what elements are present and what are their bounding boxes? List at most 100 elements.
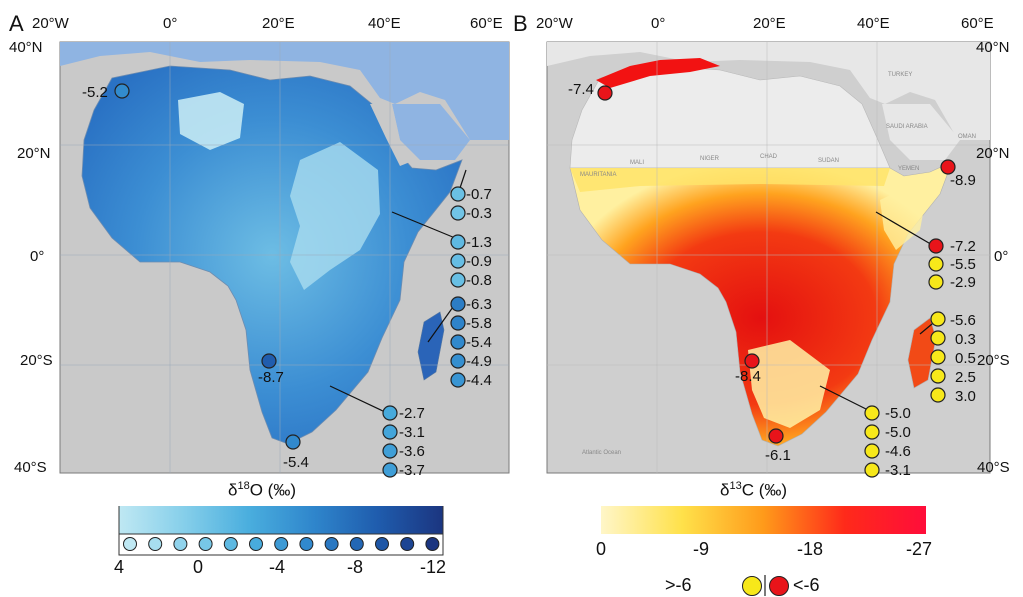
panel-a-group-label: -6.3 bbox=[466, 296, 492, 313]
panel-a-group-label: -4.4 bbox=[466, 372, 492, 389]
panel-b-group-marker bbox=[864, 405, 880, 421]
panel-b-north-africa bbox=[569, 65, 891, 169]
panel-a-arabian-peninsula bbox=[392, 104, 470, 160]
panel-a-colorbar-tick: -12 bbox=[420, 557, 447, 577]
panel-a-group-marker bbox=[450, 315, 466, 331]
panel-a-group-marker bbox=[382, 424, 398, 440]
panel-b-group-label: 2.5 bbox=[955, 369, 976, 386]
panel-a-group-label: -4.9 bbox=[466, 353, 492, 370]
panel-a-group-marker bbox=[450, 296, 466, 312]
panel-b-madagascar bbox=[907, 317, 937, 389]
panel-a-colorbar-dot bbox=[198, 537, 213, 551]
panel-b-site-label: -7.4 bbox=[568, 81, 594, 98]
panel-b-site-marker bbox=[597, 85, 613, 101]
panel-a-group-label: -3.1 bbox=[399, 424, 425, 441]
panel-b-group-label: 0.5 bbox=[955, 350, 976, 367]
panel-a-lon-0: 0° bbox=[163, 15, 178, 32]
panel-a-colorbar-dots bbox=[123, 537, 440, 551]
panel-b-colorbar-tick: 0 bbox=[596, 539, 607, 559]
panel-b-site-marker bbox=[940, 159, 956, 175]
panel-a-group-label: -3.6 bbox=[399, 443, 425, 460]
panel-a-lon-20w: 20°W bbox=[32, 15, 69, 32]
panel-a-group-marker bbox=[450, 253, 466, 269]
panel-a-lat-0: 0° bbox=[30, 248, 45, 265]
panel-a-group-label: -2.7 bbox=[399, 405, 425, 422]
panel-a-group-label: -0.9 bbox=[466, 253, 492, 270]
map-label-yemen: YEMEN bbox=[898, 166, 919, 172]
panel-b-lat-40n: 40°N bbox=[976, 39, 1010, 56]
panel-b-legend-red-dot bbox=[769, 576, 789, 596]
panel-a-lat-40n: 40°N bbox=[9, 39, 43, 56]
panel-b-group-marker bbox=[864, 462, 880, 478]
panel-a-eurasia-land bbox=[60, 42, 509, 140]
panel-a-colorbar-tick: -8 bbox=[347, 557, 364, 577]
panel-a-colorbar-dot bbox=[324, 537, 339, 551]
panel-b-map bbox=[546, 41, 991, 474]
panel-b-group-marker bbox=[930, 311, 946, 327]
panel-b-group-label: -3.1 bbox=[885, 462, 911, 479]
panel-a-colorbar-dot bbox=[425, 537, 440, 551]
panel-b-group-marker bbox=[864, 424, 880, 440]
panel-a-colorbar-tick: 0 bbox=[193, 557, 204, 577]
panel-b-group-marker bbox=[930, 330, 946, 346]
panel-a-lon-20e: 20°E bbox=[262, 15, 295, 32]
panel-a-group-marker bbox=[450, 186, 466, 202]
panel-b-group-label: 0.3 bbox=[955, 331, 976, 348]
panel-b-legend-yellow-dot bbox=[742, 576, 762, 596]
panel-b-lat-20n: 20°N bbox=[976, 145, 1010, 162]
panel-b-lon-20e: 20°E bbox=[753, 15, 786, 32]
panel-a-east-light bbox=[290, 142, 380, 290]
map-label-oman: OMAN bbox=[958, 134, 976, 140]
panel-b-lon-20w: 20°W bbox=[536, 15, 573, 32]
panel-b-group-marker bbox=[930, 387, 946, 403]
panel-a-site-label: -5.4 bbox=[283, 454, 309, 471]
panel-a-group-marker bbox=[450, 372, 466, 388]
panel-b-group-label: -5.5 bbox=[950, 256, 976, 273]
map-label-niger: NIGER bbox=[700, 156, 720, 162]
panel-a-colorbar-dot bbox=[123, 537, 137, 551]
panel-a-letter: A bbox=[9, 11, 24, 36]
panel-a-group-marker bbox=[450, 234, 466, 250]
panel-b-site-label: -6.1 bbox=[765, 447, 791, 464]
panel-b-arabian-peninsula bbox=[882, 104, 960, 160]
panel-b-group-label: -5.0 bbox=[885, 424, 911, 441]
panel-b-lat-40s: 40°S bbox=[977, 459, 1010, 476]
panel-b-kalahari-yellow bbox=[748, 340, 830, 428]
panel-a-group-marker bbox=[450, 353, 466, 369]
panel-a-colorbar-dot bbox=[223, 537, 238, 551]
map-label-atlantic-ocean: Atlantic Ocean bbox=[582, 450, 621, 456]
panel-a-colorbar-dot bbox=[375, 537, 389, 551]
panel-b-group-marker bbox=[928, 274, 944, 290]
panel-b-group-label: -2.9 bbox=[950, 274, 976, 291]
panel-a-group-label: -5.8 bbox=[466, 315, 492, 332]
panel-a-site-label: -5.2 bbox=[82, 84, 108, 101]
panel-a-map bbox=[59, 41, 510, 474]
panel-b-lon-40e: 40°E bbox=[857, 15, 890, 32]
panel-b-group-label: 3.0 bbox=[955, 388, 976, 405]
panel-a-lon-40e: 40°E bbox=[368, 15, 401, 32]
panel-a-group-marker bbox=[450, 205, 466, 221]
panel-a-group-label: -0.7 bbox=[466, 186, 492, 203]
panel-a-colorbar-dot bbox=[299, 537, 314, 551]
panel-a-site-marker bbox=[114, 83, 130, 99]
panel-b-group-label: -5.6 bbox=[950, 312, 976, 329]
panel-b-site-marker bbox=[768, 428, 784, 444]
panel-a-group-marker bbox=[450, 334, 466, 350]
panel-b-legend-less-label: <-6 bbox=[793, 575, 820, 595]
panel-b-group-label: -7.2 bbox=[950, 238, 976, 255]
panel-a-colorbar bbox=[119, 506, 443, 534]
panel-b-lat-20s: 20°S bbox=[977, 352, 1010, 369]
panel-b-group-marker bbox=[930, 368, 946, 384]
panel-b-colorbar bbox=[601, 506, 926, 534]
panel-b-site-marker bbox=[744, 353, 760, 369]
panel-b-group-label: -5.0 bbox=[885, 405, 911, 422]
map-label-saudi-arabia: SAUDI ARABIA bbox=[886, 124, 928, 130]
panel-b-north-coast-red bbox=[596, 58, 720, 88]
map-label-turkey: TURKEY bbox=[888, 72, 912, 78]
panel-a-colorbar-tick: -4 bbox=[269, 557, 286, 577]
panel-b-lat-0: 0° bbox=[994, 248, 1009, 265]
panel-a-colorbar-dot bbox=[148, 537, 163, 551]
panel-b-colorbar-tick: -9 bbox=[693, 539, 710, 559]
panel-b-letter: B bbox=[513, 11, 528, 36]
panel-b-legend-greater-label: >-6 bbox=[665, 575, 692, 595]
